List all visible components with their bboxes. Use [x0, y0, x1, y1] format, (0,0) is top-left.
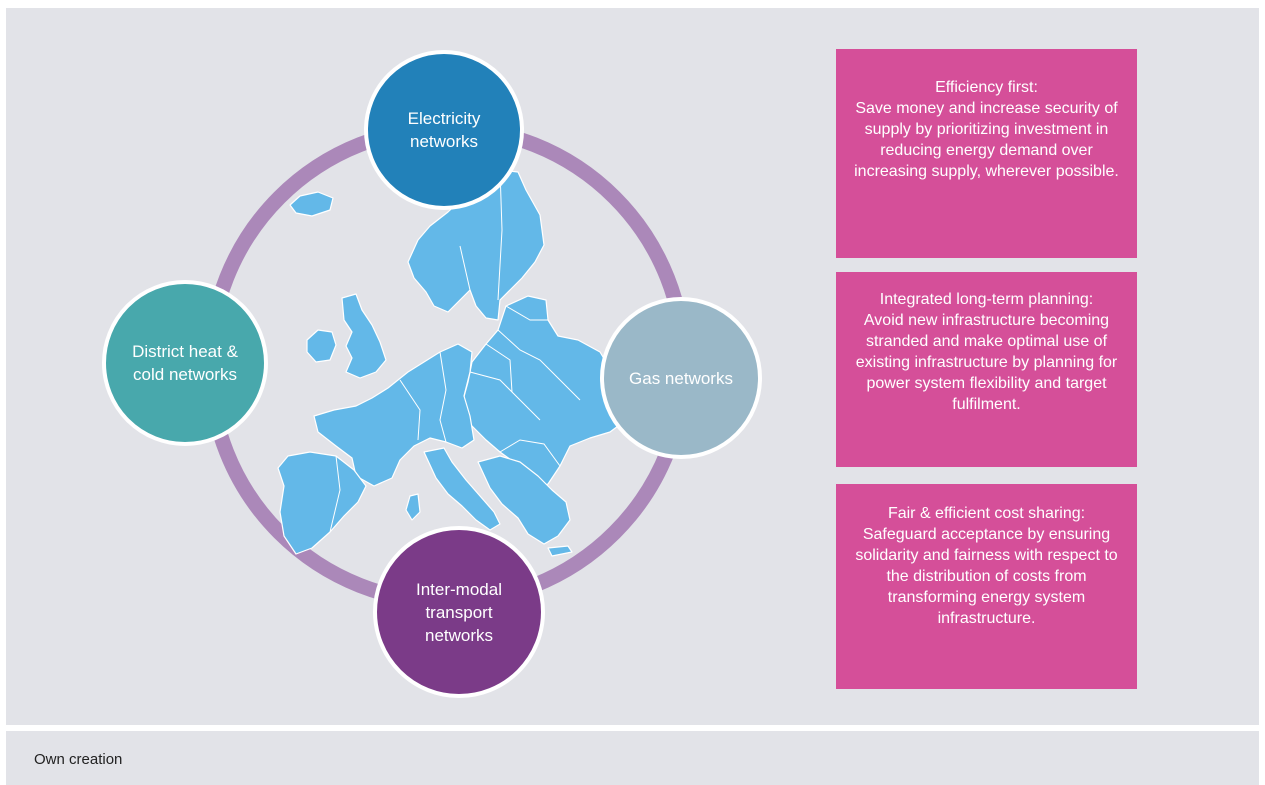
electricity-networks-node: Electricity networks [364, 50, 524, 210]
principle-cost-sharing: Fair & efficient cost sharing: Safeguard… [836, 484, 1137, 689]
principle-text: Save money and increase security of supp… [854, 100, 1119, 180]
gas-networks-node: Gas networks [600, 297, 762, 459]
inter-modal-transport-node: Inter-modal transport networks [373, 526, 545, 698]
principle-text: Avoid new infrastructure becoming strand… [855, 312, 1118, 413]
gas-networks-label: Gas networks [629, 368, 733, 388]
crete-shape [547, 545, 573, 557]
western-europe-shape [313, 343, 475, 487]
district-heat-cold-label: District heat & cold networks [132, 342, 238, 384]
balkans-shape [477, 455, 571, 545]
electricity-networks-label: Electricity networks [407, 109, 481, 151]
principle-title: Fair & efficient cost sharing: [887, 505, 1086, 522]
sardinia-shape [405, 493, 421, 521]
ireland-shape [306, 329, 337, 363]
source-footer: Own creation [6, 731, 1259, 785]
principle-title: Integrated long-term planning: [879, 291, 1094, 308]
map-borders [329, 169, 581, 533]
iceland-shape [289, 191, 334, 217]
principle-text: Safeguard acceptance by ensuring solidar… [855, 526, 1118, 627]
principle-integrated-planning: Integrated long-term planning: Avoid new… [836, 272, 1137, 467]
iberia-shape [277, 451, 367, 555]
uk-shape [341, 293, 387, 379]
principle-title: Efficiency first: [935, 79, 1038, 96]
principle-efficiency-first: Efficiency first: Save money and increas… [836, 49, 1137, 258]
italy-shape [423, 447, 501, 531]
europe-map [277, 169, 627, 557]
district-heat-cold-node: District heat & cold networks [102, 280, 268, 446]
source-note: Own creation [34, 751, 123, 768]
inter-modal-transport-label: Inter-modal transport networks [416, 579, 502, 645]
